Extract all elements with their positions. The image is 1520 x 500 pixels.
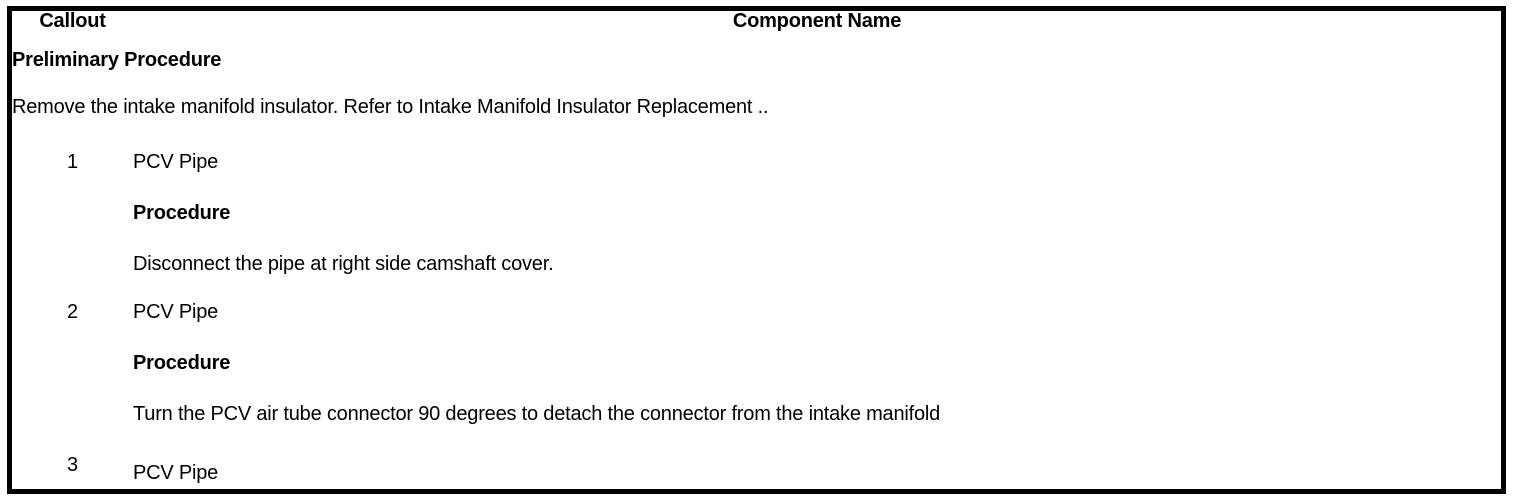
header-label-component-name: Component Name: [732, 10, 902, 32]
table-header-row: Callout Component Name: [12, 11, 1501, 50]
callout-number: 2: [67, 301, 78, 323]
table-row: 2 PCV Pipe Procedure Turn the PCV air tu…: [12, 302, 1501, 455]
callout-number: 1: [67, 151, 78, 173]
table-row: 1 PCV Pipe Procedure Disconnect the pipe…: [12, 152, 1501, 302]
table-row: 3 PCV Pipe: [12, 454, 1501, 489]
preliminary-procedure-heading: Preliminary Procedure: [12, 49, 222, 71]
preliminary-procedure-cell: Preliminary Procedure Remove the intake …: [12, 50, 1501, 152]
component-detail-cell: PCV Pipe: [133, 455, 1501, 489]
component-detail-cell: PCV Pipe Procedure Disconnect the pipe a…: [133, 152, 1501, 302]
component-table: Callout Component Name Preliminary Proce…: [12, 11, 1501, 489]
component-name: PCV Pipe: [133, 301, 219, 323]
callout-number-cell: 1: [12, 152, 133, 302]
component-detail-cell: PCV Pipe Procedure Turn the PCV air tube…: [133, 302, 1501, 455]
procedure-text: Disconnect the pipe at right side camsha…: [133, 253, 554, 275]
component-name: PCV Pipe: [133, 462, 219, 484]
header-cell-component-name: Component Name: [133, 11, 1501, 50]
preliminary-procedure-row: Preliminary Procedure Remove the intake …: [12, 50, 1501, 152]
procedure-text: Turn the PCV air tube connector 90 degre…: [133, 403, 941, 425]
preliminary-procedure-text: Remove the intake manifold insulator. Re…: [12, 96, 769, 118]
callout-number: 3: [67, 454, 78, 476]
header-label-callout: Callout: [39, 10, 106, 32]
header-cell-callout: Callout: [12, 11, 133, 50]
procedure-label: Procedure: [133, 202, 231, 224]
component-table-frame: Callout Component Name Preliminary Proce…: [7, 6, 1506, 494]
callout-number-cell: 2: [12, 302, 133, 455]
procedure-label: Procedure: [133, 352, 231, 374]
callout-number-cell: 3: [12, 454, 133, 489]
component-name: PCV Pipe: [133, 151, 219, 173]
